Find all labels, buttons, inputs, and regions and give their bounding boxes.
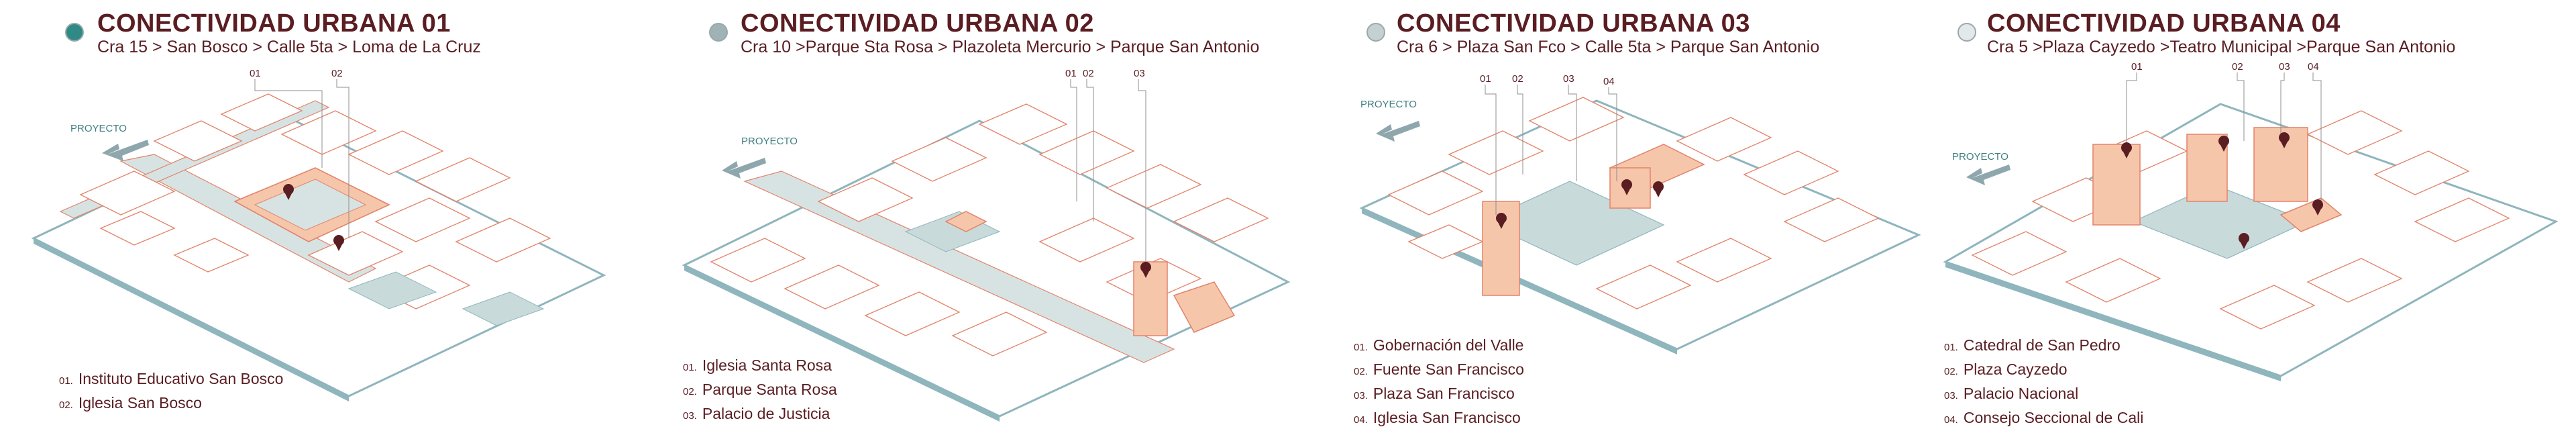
panel-conectividad-01: CONECTIVIDAD URBANA 01 Cra 15 > San Bosc… [0,0,664,418]
callout-04: 04 [1603,76,1615,87]
location-marker-icon [283,184,344,251]
landmark-legend: 01.Catedral de San Pedro 02.Plaza Cayzed… [1944,334,2143,431]
highlighted-landmark [233,167,390,242]
panel-title: CONECTIVIDAD URBANA 03 [1397,9,1750,38]
proyecto-label: PROYECTO [70,123,127,134]
legend-item: 02.Iglesia San Bosco [59,394,202,412]
panel-conectividad-03: CONECTIVIDAD URBANA 03 Cra 6 > Plaza San… [1328,0,1932,426]
location-marker-icon [2121,132,2323,249]
isometric-urban-map: PROYECTO 01 02 03 [682,68,1291,422]
project-arrow: PROYECTO [70,123,149,161]
legend-item: 01.Instituto Educativo San Bosco [59,370,284,387]
street-network [743,171,1175,363]
route-subtitle: Cra 10 >Parque Sta Rosa > Plazoleta Merc… [741,38,1260,56]
panel-title: CONECTIVIDAD URBANA 01 [97,9,451,38]
callout-lines [1485,85,1617,215]
route-subtitle: Cra 6 > Plaza San Fco > Calle 5ta > Parq… [1397,38,1820,56]
plaza-area [347,271,545,326]
isometric-urban-map: PROYECTO 01 02 03 04 [1359,73,1921,354]
panel-conectividad-04: CONECTIVIDAD URBANA 04 Cra 5 >Plaza Cayz… [1932,0,2576,426]
legend-item: 04.Consejo Seccional de Cali [1944,409,2144,426]
panel-indicator-dot [1366,23,1385,42]
callout-01: 01 [250,68,261,79]
panel-title: CONECTIVIDAD URBANA 04 [1987,9,2341,38]
landmark-legend: 01.Instituto Educativo San Bosco 02.Igle… [59,368,283,416]
project-arrow: PROYECTO [1360,99,1420,142]
highlighted-landmark [945,211,1236,336]
highlighted-landmark [1482,144,1705,296]
proyecto-label: PROYECTO [741,136,798,147]
callout-lines [1070,79,1146,265]
callout-01: 01 [2131,61,2143,73]
landmark-legend: 01.Gobernación del Valle 02.Fuente San F… [1354,334,1524,431]
legend-item: 01.Iglesia Santa Rosa [683,356,832,374]
isometric-urban-map: PROYECTO 01 02 03 04 [1943,61,2559,381]
callout-01: 01 [1480,73,1491,85]
route-subtitle: Cra 5 >Plaza Cayzedo >Teatro Municipal >… [1987,38,2456,56]
legend-item: 02.Plaza Cayzedo [1944,361,2068,378]
legend-item: 02.Fuente San Francisco [1354,361,1524,378]
building-blocks [79,93,551,309]
legend-item: 03.Palacio Nacional [1944,385,2079,402]
proyecto-label: PROYECTO [1952,151,2008,162]
legend-item: 01.Gobernación del Valle [1354,336,1524,354]
location-marker-icon [1140,262,1151,278]
plaza-area [1481,181,1665,266]
callout-01: 01 [1065,68,1077,79]
callout-lines [2126,73,2322,201]
callout-lines [254,79,350,238]
isometric-urban-map: PROYECTO 01 02 [31,68,606,401]
project-arrow: PROYECTO [1952,151,2010,185]
panel-indicator-dot [709,23,728,42]
landmark-legend: 01.Iglesia Santa Rosa 02.Parque Santa Ro… [683,354,837,427]
location-marker-icon [1496,179,1664,229]
callout-02: 02 [1083,68,1094,79]
callout-03: 03 [2279,61,2290,73]
panel-title: CONECTIVIDAD URBANA 02 [741,9,1094,38]
proyecto-label: PROYECTO [1360,99,1417,110]
legend-item: 01.Catedral de San Pedro [1944,336,2121,354]
panel-indicator-dot [1957,23,1976,42]
callout-02: 02 [2232,61,2243,73]
project-arrow: PROYECTO [722,136,798,179]
legend-item: 03.Plaza San Francisco [1354,385,1515,402]
callout-02: 02 [331,68,343,79]
callout-02: 02 [1512,73,1523,85]
highlighted-landmark [2092,127,2343,232]
panel-conectividad-02: CONECTIVIDAD URBANA 02 Cra 10 >Parque St… [664,0,1328,422]
route-subtitle: Cra 15 > San Bosco > Calle 5ta > Loma de… [97,38,481,56]
legend-item: 02.Parque Santa Rosa [683,381,837,398]
panel-indicator-dot [65,23,84,42]
callout-04: 04 [2308,61,2319,73]
callout-03: 03 [1134,68,1145,79]
legend-item: 04.Iglesia San Francisco [1354,409,1521,426]
callout-03: 03 [1563,73,1574,85]
building-blocks [710,103,1269,356]
legend-item: 03.Palacio de Justicia [683,405,830,422]
